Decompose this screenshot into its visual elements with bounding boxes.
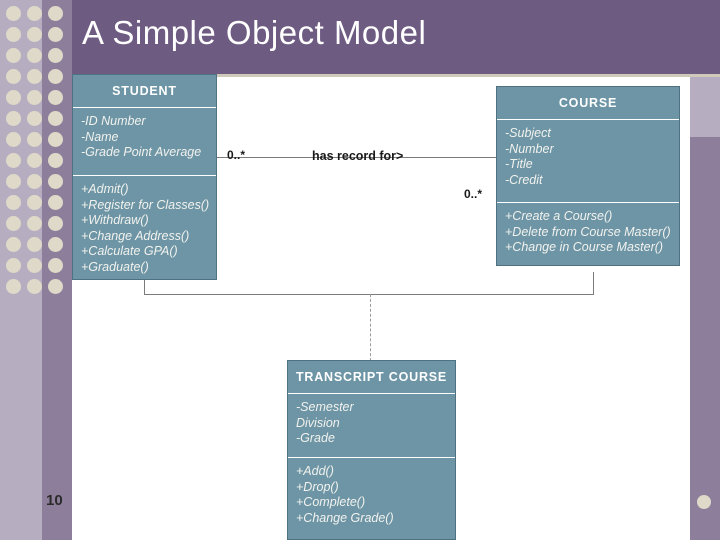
uml-operation: +Create a Course() (505, 209, 613, 223)
decorative-dot (6, 27, 21, 42)
right-band-highlight (690, 77, 720, 137)
decorative-dot (48, 279, 63, 294)
decorative-dot (48, 195, 63, 210)
uml-operation: +Drop() (296, 479, 339, 494)
multiplicity-source: 0..* (227, 148, 246, 162)
decorative-dot (6, 174, 21, 189)
uml-attribute: Division (296, 415, 340, 430)
decorative-dot (48, 90, 63, 105)
page-number: 10 (46, 492, 63, 509)
uml-operation: +Withdraw() (81, 213, 149, 227)
association-line-left-drop (144, 271, 145, 295)
uml-class-transcript-course[interactable]: TRANSCRIPT COURSE -Semester Division -Gr… (287, 360, 456, 540)
decorative-dot (27, 258, 42, 273)
decorative-dot (48, 216, 63, 231)
association-line-student-course (217, 157, 573, 158)
uml-operation: +Complete() (296, 495, 366, 509)
uml-attributes-course: -Subject -Number -Title -Credit (497, 120, 679, 203)
uml-operation: +Calculate GPA() (81, 244, 178, 258)
page-title: A Simple Object Model (82, 14, 427, 51)
dependency-line-transcript (370, 294, 371, 366)
uml-operations-student: +Admit() +Register for Classes() +Withdr… (73, 176, 216, 283)
uml-class-student[interactable]: STUDENT -ID Number -Name -Grade Point Av… (72, 74, 217, 280)
header-divider (72, 74, 720, 77)
decorative-dot (48, 174, 63, 189)
uml-class-course[interactable]: COURSE -Subject -Number -Title -Credit +… (496, 86, 680, 266)
uml-operations-transcript-course: +Add() +Drop() +Complete() +Change Grade… (288, 458, 455, 534)
decorative-dot (27, 48, 42, 63)
uml-attribute: -Grade (296, 431, 335, 445)
uml-attributes-transcript-course: -Semester Division -Grade (288, 394, 455, 458)
decorative-dot (48, 6, 63, 21)
uml-attribute: -Grade Point Average (81, 145, 202, 159)
right-decorative-dot (697, 495, 711, 509)
uml-attribute: -Number (505, 141, 554, 156)
uml-attribute: -Title (505, 157, 533, 171)
association-line-lower (144, 294, 594, 295)
uml-operation: +Register for Classes() (81, 197, 210, 212)
uml-attribute: -Semester (296, 400, 354, 414)
decorative-dot (48, 237, 63, 252)
uml-operation: +Delete from Course Master() (505, 224, 671, 239)
uml-attributes-student: -ID Number -Name -Grade Point Average (73, 108, 216, 176)
decorative-dot (27, 174, 42, 189)
decorative-dot (48, 111, 63, 126)
uml-operations-course: +Create a Course() +Delete from Course M… (497, 203, 679, 264)
decorative-dot (6, 153, 21, 168)
decorative-dot (27, 153, 42, 168)
uml-operation: +Graduate() (81, 259, 149, 274)
uml-operation: +Admit() (81, 182, 129, 196)
decorative-dot (6, 69, 21, 84)
uml-attribute: -Credit (505, 172, 543, 187)
decorative-dot (27, 237, 42, 252)
decorative-dot (27, 195, 42, 210)
decorative-dot (27, 216, 42, 231)
decorative-dot (27, 111, 42, 126)
decorative-dot (27, 6, 42, 21)
decorative-dot (48, 48, 63, 63)
decorative-dot (27, 132, 42, 147)
multiplicity-target: 0..* (464, 187, 483, 201)
decorative-dot (27, 69, 42, 84)
decorative-dot (6, 279, 21, 294)
uml-attribute: -ID Number (81, 114, 146, 128)
decorative-dot (48, 27, 63, 42)
uml-class-name-course: COURSE (497, 87, 679, 120)
uml-class-name-student: STUDENT (73, 75, 216, 108)
decorative-dot (27, 279, 42, 294)
decorative-dot (6, 6, 21, 21)
uml-operation: +Change Grade() (296, 510, 394, 525)
association-line-right-drop (593, 272, 594, 295)
decorative-dot (48, 153, 63, 168)
uml-attribute: -Name (81, 129, 119, 144)
decorative-dot (6, 237, 21, 252)
uml-class-name-transcript-course: TRANSCRIPT COURSE (288, 361, 455, 394)
right-decorative-band (690, 77, 720, 540)
decorative-dot (6, 216, 21, 231)
decorative-dot (48, 69, 63, 84)
decorative-dot (6, 132, 21, 147)
decorative-dot (6, 195, 21, 210)
diagram-canvas: 0..* 0..* has record for> STUDENT -ID Nu… (72, 74, 690, 540)
left-decorative-band (0, 0, 72, 540)
association-label: has record for> (312, 149, 404, 163)
title-bar (72, 0, 720, 74)
decorative-dot (6, 258, 21, 273)
decorative-dot-column (6, 6, 66, 306)
decorative-dot (48, 132, 63, 147)
uml-operation: +Add() (296, 464, 334, 478)
decorative-dot (27, 27, 42, 42)
uml-operation: +Change in Course Master() (505, 240, 664, 254)
decorative-dot (6, 111, 21, 126)
decorative-dot (6, 90, 21, 105)
uml-operation: +Change Address() (81, 228, 190, 243)
decorative-dot (6, 48, 21, 63)
uml-attribute: -Subject (505, 126, 551, 140)
decorative-dot (48, 258, 63, 273)
decorative-dot (27, 90, 42, 105)
